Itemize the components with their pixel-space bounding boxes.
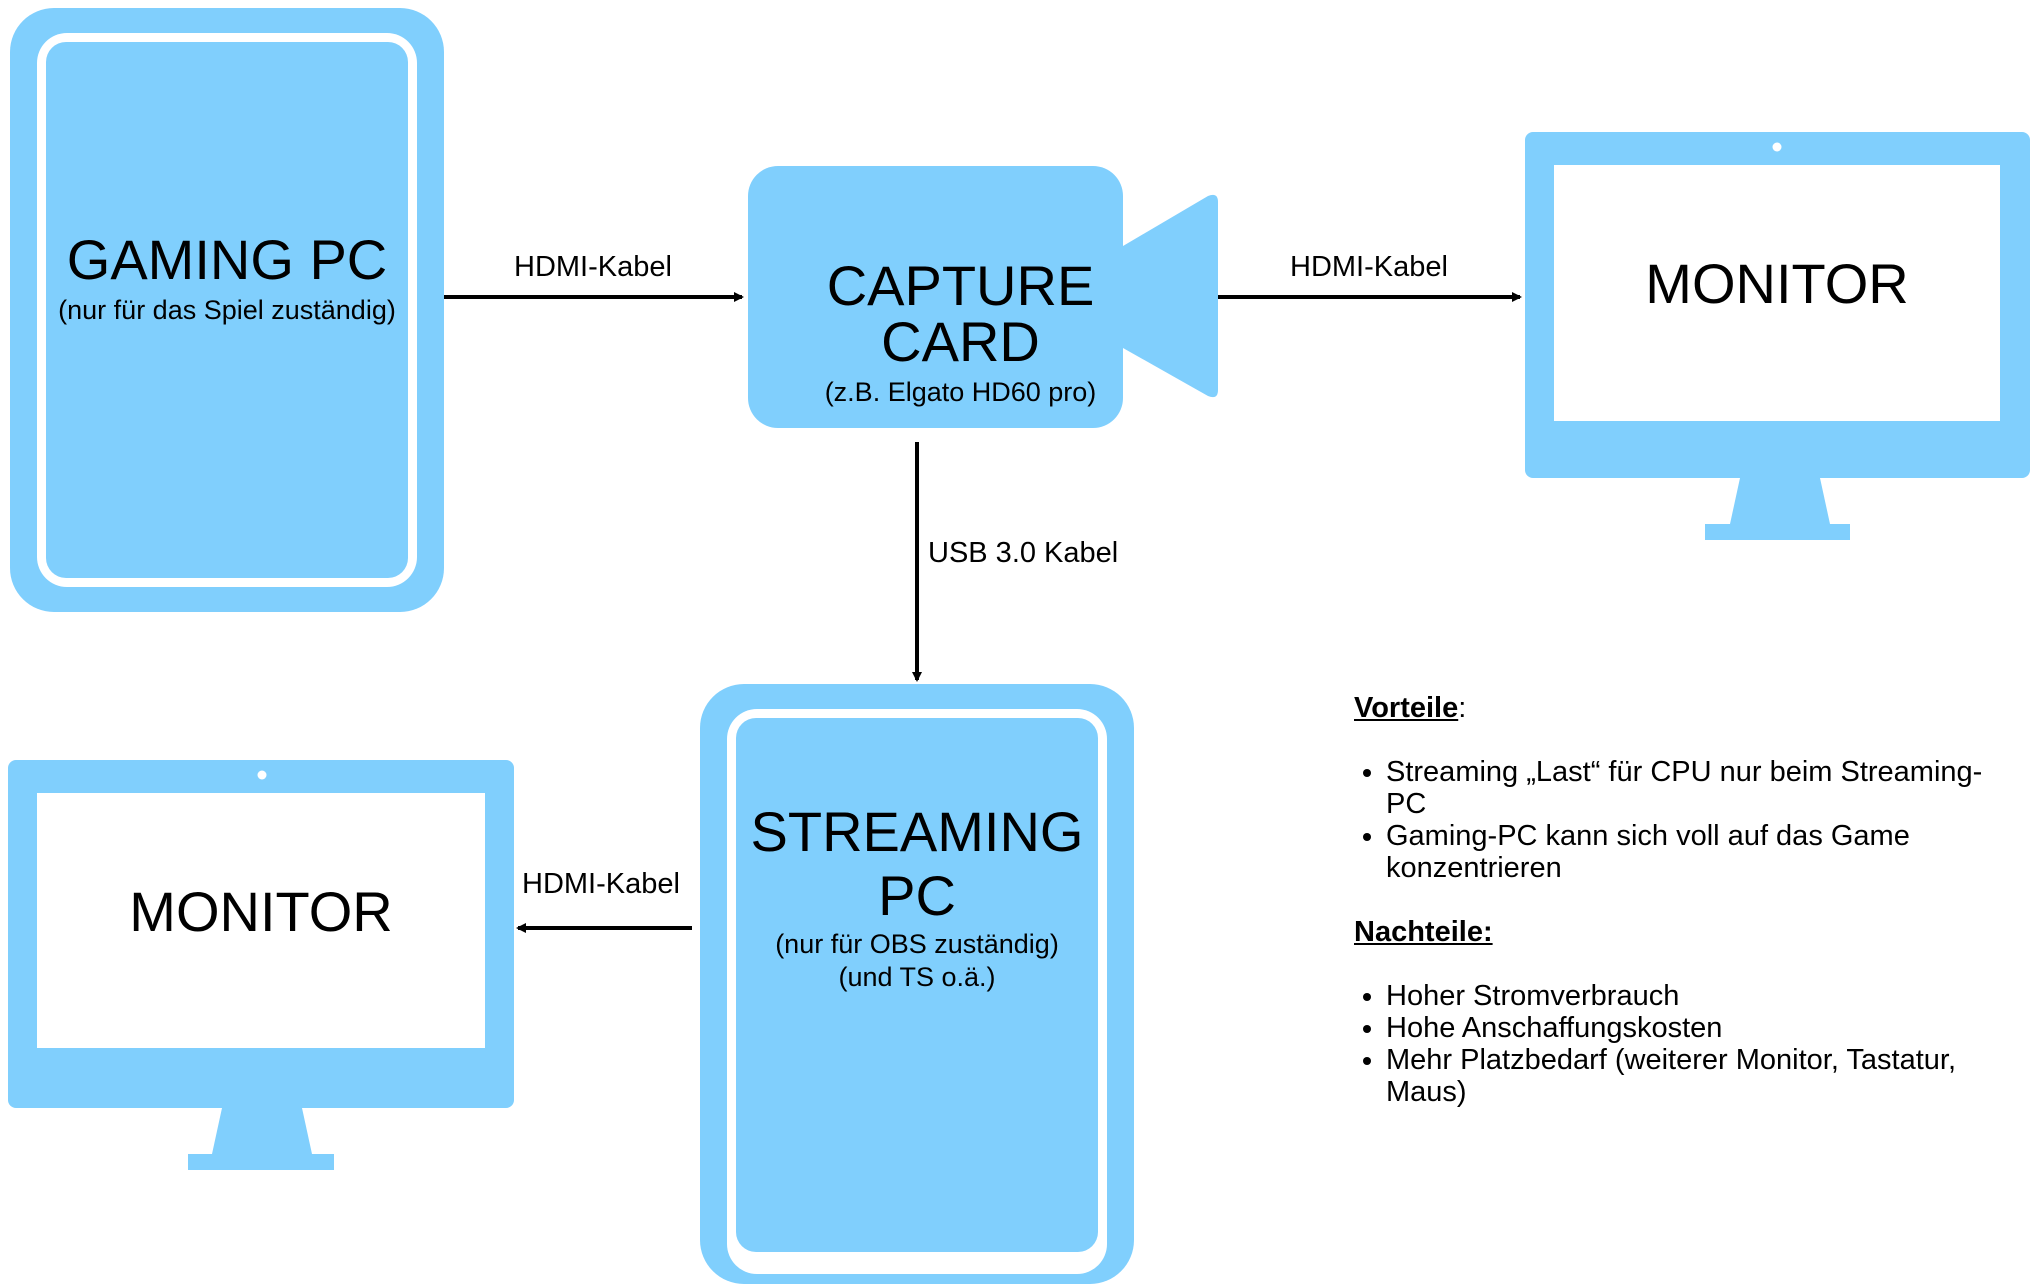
streaming-pc-label: STREAMING PC (nur für OBS zuständig) (un… <box>736 804 1098 994</box>
streaming-pc-subtitle-line1: (nur für OBS zuständig) <box>775 929 1059 959</box>
streaming-pc-title-line1: STREAMING <box>750 800 1084 863</box>
streaming-pc-tower-icon <box>700 684 1134 1284</box>
label-gaming-to-capture: HDMI-Kabel <box>514 251 672 283</box>
advantages-heading: Vorteile <box>1354 692 1459 724</box>
label-capture-to-streaming: USB 3.0 Kabel <box>928 537 1119 569</box>
capture-card-subtitle: (z.B. Elgato HD60 pro) <box>824 377 1097 407</box>
streaming-pc-subtitle-line2: (und TS o.ä.) <box>838 961 996 992</box>
advantages-heading-colon: : <box>1458 692 1467 724</box>
advantage-item: Gaming-PC kann sich voll auf das Game ko… <box>1386 820 1994 884</box>
monitor-left-label: MONITOR <box>37 884 485 940</box>
gaming-pc-title: GAMING PC <box>66 228 388 291</box>
disadvantage-item: Hohe Anschaffungskosten <box>1386 1012 1994 1044</box>
capture-card-video-camera-icon <box>748 166 1218 428</box>
gaming-pc-label: GAMING PC (nur für das Spiel zuständig) <box>46 232 408 327</box>
pros-cons-notes: Vorteile: Streaming „Last“ für CPU nur b… <box>1354 692 1994 1108</box>
disadvantages-heading: Nachteile: <box>1354 916 1493 948</box>
disadvantage-item: Hoher Stromverbrauch <box>1386 980 1994 1012</box>
advantages-heading-row: Vorteile: <box>1354 692 1994 724</box>
monitor-left-title: MONITOR <box>129 880 393 943</box>
monitor-right-title: MONITOR <box>1645 252 1909 315</box>
label-capture-to-monitor: HDMI-Kabel <box>1290 251 1448 283</box>
disadvantage-item: Mehr Platzbedarf (weiterer Monitor, Tast… <box>1386 1044 1994 1108</box>
capture-card-label: CAPTURE CARD (z.B. Elgato HD60 pro) <box>748 258 1173 409</box>
monitor-right-label: MONITOR <box>1554 256 2000 312</box>
monitor-left-icon <box>8 760 514 1170</box>
disadvantages-list: Hoher Stromverbrauch Hohe Anschaffungsko… <box>1354 980 1994 1108</box>
advantage-item: Streaming „Last“ für CPU nur beim Stream… <box>1386 756 1994 820</box>
label-streaming-to-monitor: HDMI-Kabel <box>522 868 680 900</box>
streaming-pc-title-line2: PC <box>878 864 956 927</box>
capture-card-title: CAPTURE CARD <box>826 254 1095 373</box>
gaming-pc-subtitle: (nur für das Spiel zuständig) <box>58 295 396 325</box>
monitor-right-icon <box>1525 132 2030 540</box>
advantages-list: Streaming „Last“ für CPU nur beim Stream… <box>1354 756 1994 884</box>
gaming-pc-tower-icon <box>10 8 444 612</box>
